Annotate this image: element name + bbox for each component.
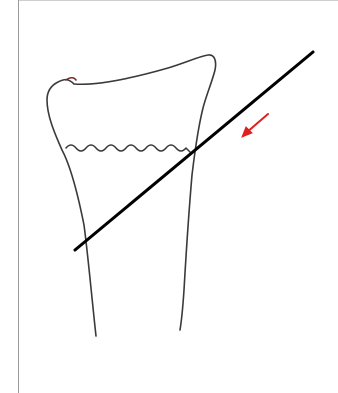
growth-plate-wavy-line (66, 145, 190, 152)
red-arrow-icon (242, 114, 268, 137)
bone-corner-stroke (66, 78, 76, 80)
bone-outline (47, 55, 216, 336)
